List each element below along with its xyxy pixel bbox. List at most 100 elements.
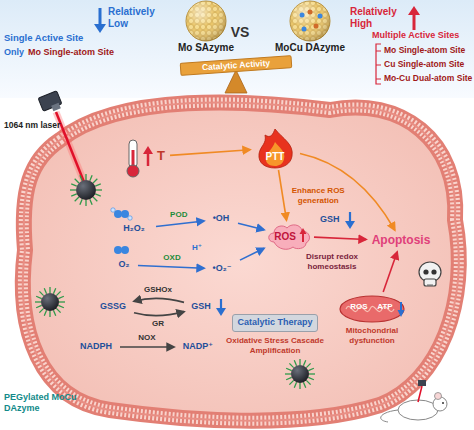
edge-label: NOX bbox=[133, 333, 161, 343]
h2o2-molecule bbox=[114, 210, 122, 218]
arrow-connector bbox=[240, 248, 264, 260]
edge-label: Enhance ROS generation bbox=[285, 186, 351, 206]
text-label: H⁺ bbox=[192, 243, 208, 252]
cell-membrane bbox=[23, 102, 459, 420]
node-text: Catalytic Therapy bbox=[237, 318, 312, 328]
nanoparticle bbox=[294, 360, 296, 366]
temperature-up-arrow bbox=[143, 146, 153, 154]
laser-device bbox=[38, 91, 84, 182]
nanoparticle bbox=[53, 288, 55, 294]
ros-cloud-shape bbox=[300, 228, 307, 234]
ros-cloud: ROS bbox=[266, 222, 312, 250]
gsh-down-arrow bbox=[345, 212, 355, 229]
gsh-down-arrow bbox=[349, 212, 351, 222]
ptt-flame-shape bbox=[259, 129, 292, 168]
arrow-connector bbox=[170, 150, 250, 156]
cell-membrane bbox=[23, 102, 459, 420]
nanoparticle bbox=[303, 360, 305, 366]
nanoparticle bbox=[309, 373, 315, 374]
nanoparticle bbox=[95, 184, 101, 186]
mitochondrion-shape bbox=[400, 302, 402, 311]
nanoparticle bbox=[49, 287, 50, 293]
gsh-down-arrow bbox=[345, 221, 355, 229]
molecule-label: O₂ bbox=[112, 258, 136, 272]
nanoparticle bbox=[39, 308, 43, 312]
node-text: •O₂⁻ bbox=[213, 264, 232, 274]
high-arrow bbox=[413, 14, 416, 30]
node-text: PTT bbox=[252, 151, 298, 162]
node-text: ROS bbox=[346, 303, 372, 312]
node-text: Mitochondrial dysfunction bbox=[330, 326, 414, 346]
nanoparticle bbox=[59, 301, 65, 302]
nanoparticle bbox=[56, 308, 60, 312]
arrow-connector bbox=[134, 298, 184, 302]
dazyme-sphere-shape bbox=[308, 10, 313, 15]
mitochondrion-shape bbox=[340, 296, 404, 322]
node-text: GSSG bbox=[100, 302, 126, 312]
molecule-label: GSH bbox=[186, 300, 216, 314]
text-label: Relatively High bbox=[350, 6, 410, 30]
node-text: Mo SAzyme bbox=[168, 42, 244, 53]
top-panel bbox=[0, 0, 474, 98]
cell-membrane bbox=[23, 102, 459, 420]
nanoparticle bbox=[70, 174, 102, 206]
thermometer bbox=[127, 140, 139, 177]
arrow-connector bbox=[279, 170, 287, 220]
text-label: Only bbox=[4, 47, 28, 57]
mitochondrion-shape bbox=[398, 310, 405, 317]
text-label: Mo Single-atom Site bbox=[28, 47, 132, 57]
molecule-label: H₂O₂ bbox=[114, 222, 154, 236]
arrow-connector bbox=[314, 237, 366, 239]
node-text: T bbox=[157, 149, 165, 163]
low-arrow bbox=[94, 24, 106, 33]
o2-molecule bbox=[114, 246, 122, 254]
nanoparticle bbox=[75, 179, 79, 183]
text-label: VS bbox=[226, 24, 254, 40]
h2o2-molecule bbox=[111, 208, 115, 212]
node-text: ROS bbox=[274, 231, 296, 242]
nanoparticle bbox=[306, 380, 310, 384]
nanoparticle bbox=[56, 291, 60, 295]
radical-label: •O₂⁻ bbox=[206, 262, 238, 276]
o2-molecule bbox=[114, 246, 129, 254]
h2o2-molecule bbox=[128, 216, 132, 220]
low-arrow bbox=[99, 8, 102, 26]
cell-membrane bbox=[23, 102, 459, 420]
text-label: Disrupt redox homeostasis bbox=[296, 252, 368, 272]
nanoparticle bbox=[36, 305, 42, 307]
text-label: Oxidative Stress Cascade Amplification bbox=[220, 336, 330, 356]
o2-molecule bbox=[121, 246, 129, 254]
text-label: Cu Single-atom Site bbox=[384, 59, 474, 69]
mouse-icon bbox=[381, 410, 398, 422]
molecule-label: NADP⁺ bbox=[176, 340, 220, 354]
text-label: GSH bbox=[320, 214, 348, 224]
nanoparticle bbox=[306, 363, 310, 367]
nanoparticle bbox=[80, 175, 82, 181]
dazyme-sphere-shape bbox=[300, 13, 305, 18]
nanoparticle bbox=[289, 380, 293, 384]
nanoparticle bbox=[286, 377, 292, 379]
ros-cloud-shape bbox=[269, 225, 310, 249]
nanoparticle bbox=[285, 359, 315, 389]
text-label: Mo Single-atom Site bbox=[384, 45, 474, 55]
high-arrow bbox=[408, 6, 420, 30]
nanoparticle bbox=[58, 296, 64, 298]
text-label: Mo-Cu Dual-atom Site bbox=[384, 73, 474, 83]
nanoparticle bbox=[39, 291, 43, 295]
ptt-flame: PTT bbox=[252, 128, 298, 168]
balance-beam: Catalytic Activity bbox=[180, 55, 293, 76]
dazyme-sphere-shape bbox=[318, 14, 323, 19]
skull-icon bbox=[419, 262, 441, 286]
nanoparticle bbox=[93, 197, 97, 201]
nanoparticle bbox=[36, 296, 42, 298]
text-label: Single Active Site bbox=[4, 32, 108, 43]
thermometer bbox=[129, 140, 137, 168]
nanoparticle bbox=[49, 311, 50, 317]
node-text: NADPH bbox=[80, 342, 112, 352]
sazyme-sphere-shape bbox=[186, 1, 226, 41]
nanoparticle bbox=[303, 382, 305, 388]
ros-cloud-shape bbox=[302, 233, 304, 242]
dazyme-sphere-shape bbox=[290, 1, 330, 41]
